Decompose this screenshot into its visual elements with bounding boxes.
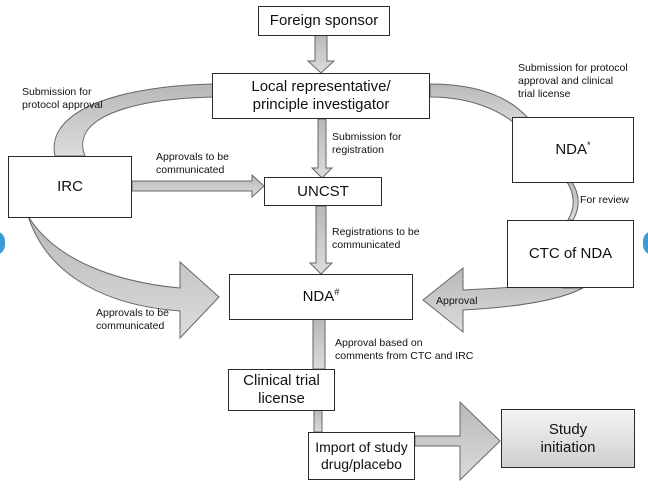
curve-irc-to-nda bbox=[27, 215, 220, 340]
label-approval: Approval bbox=[436, 295, 478, 307]
license-line-1: Clinical trial bbox=[243, 372, 320, 389]
nda-star-box: NDA* bbox=[512, 117, 634, 183]
arrow-nda-to-license bbox=[312, 318, 326, 370]
import-line-1: Import of study bbox=[315, 439, 408, 456]
foreign-sponsor-box: Foreign sponsor bbox=[258, 6, 390, 36]
label-for-review: For review bbox=[580, 194, 630, 206]
uncst-box: UNCST bbox=[264, 177, 382, 206]
clinical-trial-license-box: Clinical trial license bbox=[228, 369, 335, 411]
arrow-irc-to-uncst bbox=[131, 173, 265, 199]
label-registrations-communicated: Registrations to be communicated bbox=[332, 226, 420, 251]
hash-mark: # bbox=[334, 287, 340, 297]
foreign-sponsor-label: Foreign sponsor bbox=[269, 12, 379, 29]
local-rep-line-2: principle investigator bbox=[252, 96, 390, 113]
uncst-label: UNCST bbox=[297, 182, 349, 200]
nda-hash-box: NDA# bbox=[229, 274, 413, 320]
nda-hash-label: NDA# bbox=[302, 287, 340, 305]
import-line-2: drug/placebo bbox=[321, 456, 402, 472]
arrow-local-to-uncst bbox=[310, 118, 334, 179]
local-rep-line-1: Local representative/ bbox=[251, 78, 391, 95]
ctc-label: CTC of NDA bbox=[528, 245, 613, 262]
left-edge-marker bbox=[0, 231, 5, 255]
irc-box: IRC bbox=[8, 156, 132, 218]
import-box: Import of study drug/placebo bbox=[308, 432, 415, 480]
arrow-license-to-import bbox=[313, 409, 323, 433]
study-initiation-box: Study initiation bbox=[501, 409, 635, 468]
ctc-box: CTC of NDA bbox=[507, 220, 634, 288]
label-approval-based: Approval based on comments from CTC and … bbox=[335, 337, 474, 362]
irc-label: IRC bbox=[57, 178, 83, 195]
arrow-sponsor-to-local bbox=[306, 34, 336, 74]
asterisk-mark: * bbox=[587, 140, 591, 150]
study-line-1: Study bbox=[548, 420, 588, 438]
label-approvals-communicated-top: Approvals to be communicated bbox=[156, 151, 229, 176]
license-line-2: license bbox=[258, 390, 305, 407]
label-submission-protocol-right: Submission for protocol approval and cli… bbox=[518, 62, 628, 100]
arrow-import-to-study bbox=[414, 400, 501, 482]
label-approvals-communicated-bottom: Approvals to be communicated bbox=[96, 307, 169, 332]
local-representative-box: Local representative/ principle investig… bbox=[212, 73, 430, 119]
label-submission-protocol-left: Submission for protocol approval bbox=[22, 86, 103, 111]
arrow-uncst-to-nda bbox=[308, 205, 334, 275]
right-edge-marker bbox=[643, 231, 648, 255]
arrow-nda-to-ctc bbox=[566, 181, 579, 221]
study-line-2: initiation bbox=[540, 438, 596, 456]
label-submission-registration: Submission for registration bbox=[332, 131, 402, 156]
nda-star-label: NDA* bbox=[555, 140, 591, 158]
